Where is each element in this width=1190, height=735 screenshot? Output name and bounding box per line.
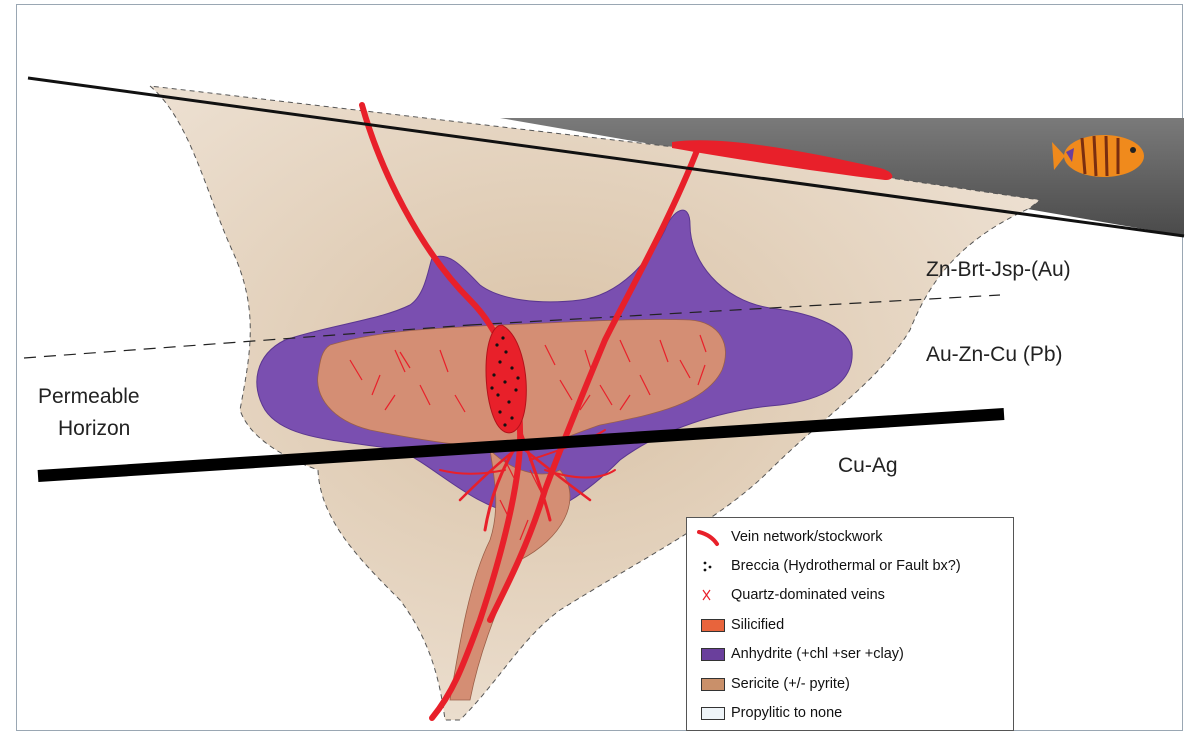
legend-item-breccia: Breccia (Hydrothermal or Fault bx?)	[693, 555, 961, 577]
permeable-label-line2: Horizon	[58, 417, 130, 441]
legend-label: Silicified	[731, 617, 784, 633]
zone-label-middle: Au-Zn-Cu (Pb)	[926, 343, 1063, 367]
legend-item-silicified: Silicified	[693, 614, 784, 636]
legend-item-sericite: Sericite (+/- pyrite)	[693, 673, 850, 695]
breccia-symbol-icon	[693, 555, 723, 577]
legend-item-anhydrite: Anhydrite (+chl +ser +clay)	[693, 643, 904, 665]
zone-label-lower: Cu-Ag	[838, 454, 898, 478]
legend-item-vein: Vein network/stockwork	[693, 526, 883, 548]
legend-label: Vein network/stockwork	[731, 529, 883, 545]
legend: Vein network/stockwork Breccia (Hydrothe…	[686, 517, 1014, 731]
legend-label: Propylitic to none	[731, 705, 842, 721]
legend-label: Sericite (+/- pyrite)	[731, 676, 850, 692]
permeable-label-line1: Permeable	[38, 385, 140, 409]
legend-label: Breccia (Hydrothermal or Fault bx?)	[731, 558, 961, 574]
anhydrite-swatch	[701, 648, 725, 661]
legend-label: Anhydrite (+chl +ser +clay)	[731, 646, 904, 662]
legend-label: Quartz-dominated veins	[731, 587, 885, 603]
zone-label-upper: Zn-Brt-Jsp-(Au)	[926, 258, 1071, 282]
legend-item-propylitic: Propylitic to none	[693, 702, 842, 724]
vein-symbol-icon	[693, 526, 723, 548]
sericite-swatch	[701, 678, 725, 691]
propylitic-swatch	[701, 707, 725, 720]
quartz-x-icon	[693, 584, 723, 606]
silicified-swatch	[701, 619, 725, 632]
legend-item-quartz: Quartz-dominated veins	[693, 584, 885, 606]
